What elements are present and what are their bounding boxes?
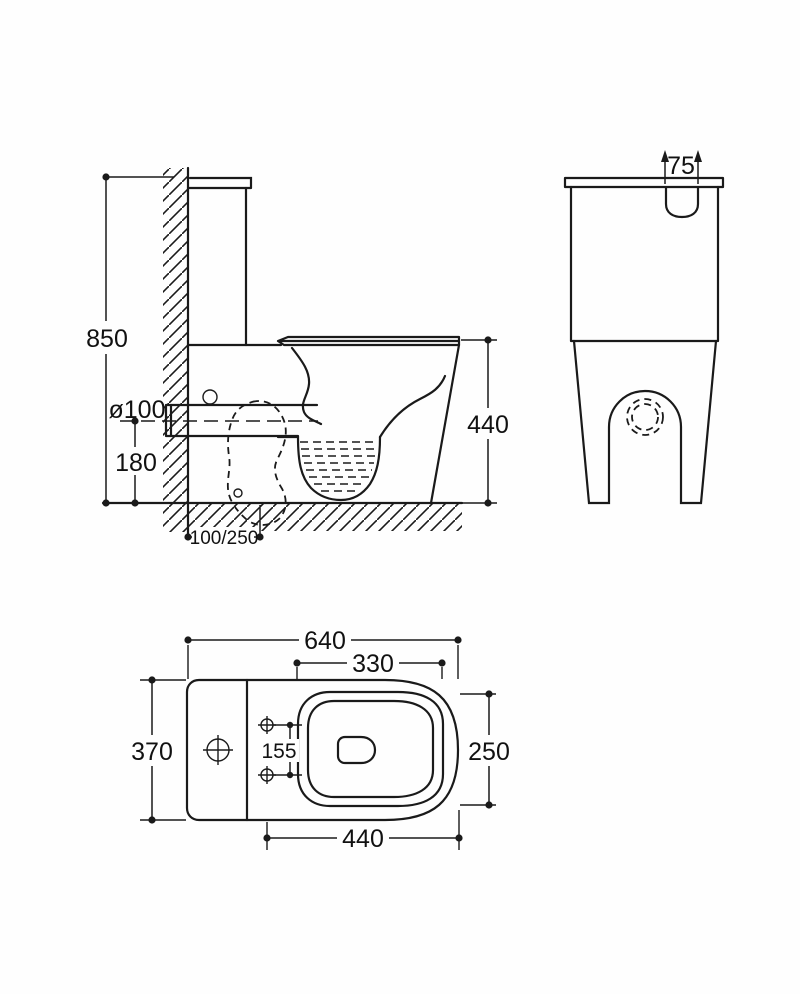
dim-100-250: 100/250 — [184, 527, 264, 549]
top-view: 640 330 370 155 — [127, 627, 514, 853]
fixing-hole-side — [233, 488, 243, 498]
seat-ring — [296, 690, 445, 808]
back-slant — [429, 343, 461, 505]
bowl-rear-curve — [378, 374, 447, 439]
dim-155-label: 155 — [261, 740, 296, 763]
dim-440-top: 440 — [263, 810, 463, 853]
outlet-pipe — [120, 403, 319, 438]
trap-zone-dashed — [226, 400, 287, 526]
dim-440-top-label: 440 — [342, 825, 384, 853]
side-cistern — [186, 176, 253, 347]
side-pan-body — [186, 343, 461, 505]
front-view: 75 — [563, 150, 725, 505]
sump-outline — [276, 435, 382, 502]
dim-850-label: 850 — [86, 325, 128, 353]
pan-outline-top — [185, 678, 460, 822]
dim-370: 370 — [127, 676, 186, 824]
dim-180: 180 — [112, 417, 158, 507]
dim-440-side-label: 440 — [467, 411, 509, 439]
dim-850: 850 — [82, 173, 174, 507]
dim-250-label: 250 — [468, 738, 510, 766]
side-seat — [276, 335, 461, 347]
side-view: 850 ø100 180 440 100/250 — [82, 166, 513, 549]
dim-330-label: 330 — [352, 650, 394, 678]
flush-outlet-hole — [336, 735, 377, 765]
water-level — [300, 441, 378, 492]
drain-circle-inner — [631, 403, 659, 431]
dim-75: 75 — [661, 150, 702, 184]
front-cistern — [563, 176, 725, 343]
supply-hole — [202, 389, 218, 405]
wall-hatch — [163, 168, 188, 532]
dim-250: 250 — [460, 690, 514, 809]
dim-370-label: 370 — [131, 738, 173, 766]
dim-440-side: 440 — [461, 336, 513, 507]
dim-180-label: 180 — [115, 449, 157, 477]
flush-button-top — [203, 735, 233, 765]
floor-hatch — [188, 504, 462, 531]
dim-75-label: 75 — [667, 152, 695, 180]
dim-640: 640 — [184, 627, 462, 679]
dim-155: 155 — [259, 721, 302, 779]
dim-330: 330 — [293, 650, 446, 679]
drain-circle-outer — [626, 398, 664, 436]
flush-button-slot — [664, 186, 700, 219]
dim-100-250-label: 100/250 — [190, 528, 259, 549]
front-base — [572, 339, 718, 505]
bowl-front-curve — [290, 346, 323, 426]
dim-640-label: 640 — [304, 627, 346, 655]
